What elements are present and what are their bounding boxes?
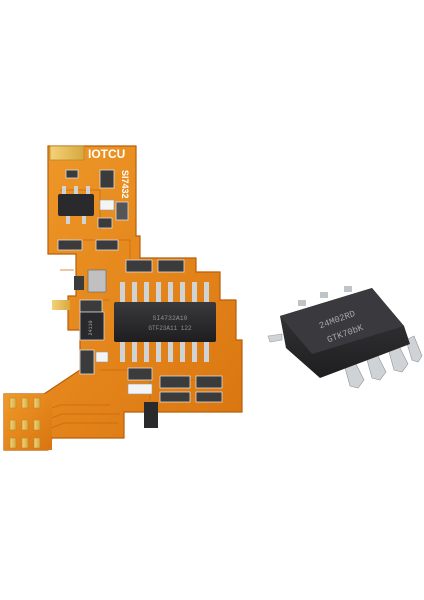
pcb-main-chip: SI4732A10 GTF23A11 122 <box>114 282 216 362</box>
loose-soic8-chip: 24M02RD GTK70bK <box>267 286 423 389</box>
gold-contact-pad <box>49 145 85 161</box>
pcb-main-chip-line2: GTF23A11 122 <box>148 325 192 332</box>
pcb-brand-text: IOTCU <box>88 147 125 161</box>
pcb-main-chip-pins-top <box>120 282 209 304</box>
pcb-main-chip-pins-bottom <box>120 340 209 362</box>
pcb-small-chip: 24110 <box>79 311 105 341</box>
pcb-model-text: SI7432 <box>120 170 130 199</box>
pcb-small-chip-text: 24110 <box>88 320 94 335</box>
edge-connector <box>4 394 52 450</box>
pcb-main-chip-line1: SI4732A10 <box>152 315 187 322</box>
sot-transistor <box>58 186 94 224</box>
smd-passives <box>52 169 223 428</box>
